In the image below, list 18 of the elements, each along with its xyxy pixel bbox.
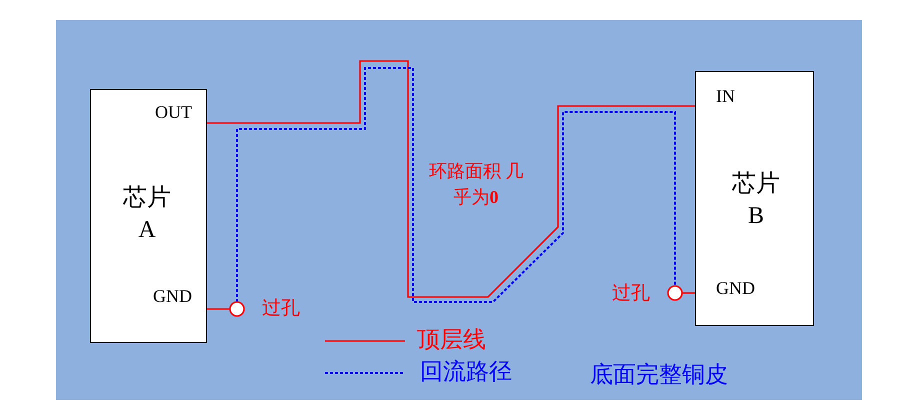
via-label: 过孔 <box>262 298 300 320</box>
pin-label: GND <box>716 278 755 299</box>
via-label: 过孔 <box>612 283 650 305</box>
trace-stub <box>207 308 230 310</box>
trace-stub <box>682 292 695 294</box>
plane-label: 底面完整铜皮 <box>590 361 728 389</box>
chip-label: 芯片 A <box>122 184 172 245</box>
legend-label: 顶层线 <box>417 326 486 354</box>
pin-label: IN <box>716 86 735 107</box>
chip-box <box>90 89 207 343</box>
loop-area-note: 环路面积 几乎为0 <box>428 160 524 209</box>
chip-box <box>695 71 814 326</box>
chip-label: 芯片 B <box>731 170 781 231</box>
via-circle <box>229 301 245 317</box>
via-circle <box>667 285 683 301</box>
legend-label: 回流路径 <box>420 358 512 386</box>
pin-label: GND <box>153 286 192 307</box>
pin-label: OUT <box>155 102 192 123</box>
